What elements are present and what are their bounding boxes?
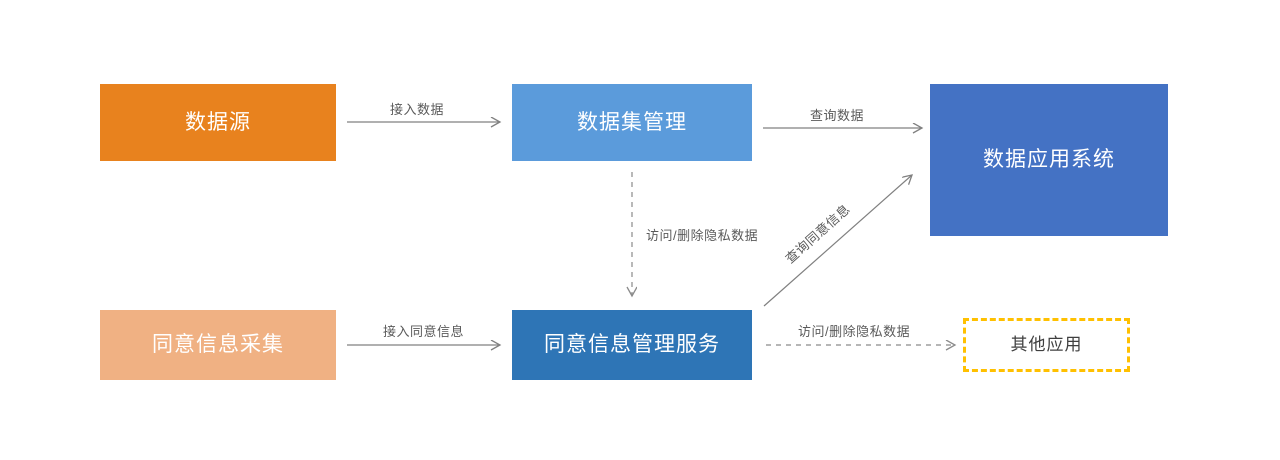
node-consent-information-management-service-label: 同意信息管理服务 [544, 333, 720, 357]
node-consent-information-collection[interactable]: 同意信息采集 [100, 310, 336, 380]
node-dataset-management[interactable]: 数据集管理 [512, 84, 752, 161]
node-consent-information-collection-label: 同意信息采集 [152, 333, 284, 357]
node-data-source[interactable]: 数据源 [100, 84, 336, 161]
node-consent-information-management-service[interactable]: 同意信息管理服务 [512, 310, 752, 380]
node-other-applications[interactable]: 其他应用 [963, 318, 1130, 372]
node-other-applications-label: 其他应用 [1010, 334, 1083, 354]
node-data-source-label: 数据源 [185, 110, 251, 134]
node-data-application-system[interactable]: 数据应用系统 [930, 84, 1168, 236]
edge-label-access-consent-info: 接入同意信息 [383, 324, 465, 339]
edge-label-access-delete-private-data-horizontal: 访问/删除隐私数据 [798, 324, 911, 339]
edge-label-access-data: 接入数据 [390, 102, 445, 117]
edge-label-query-data: 查询数据 [810, 108, 865, 123]
node-dataset-management-label: 数据集管理 [577, 110, 687, 134]
edge-label-access-delete-private-data-vertical: 访问/删除隐私数据 [646, 228, 759, 243]
edge-consent-service-to-app-system [763, 175, 912, 307]
node-data-application-system-label: 数据应用系统 [983, 148, 1115, 172]
